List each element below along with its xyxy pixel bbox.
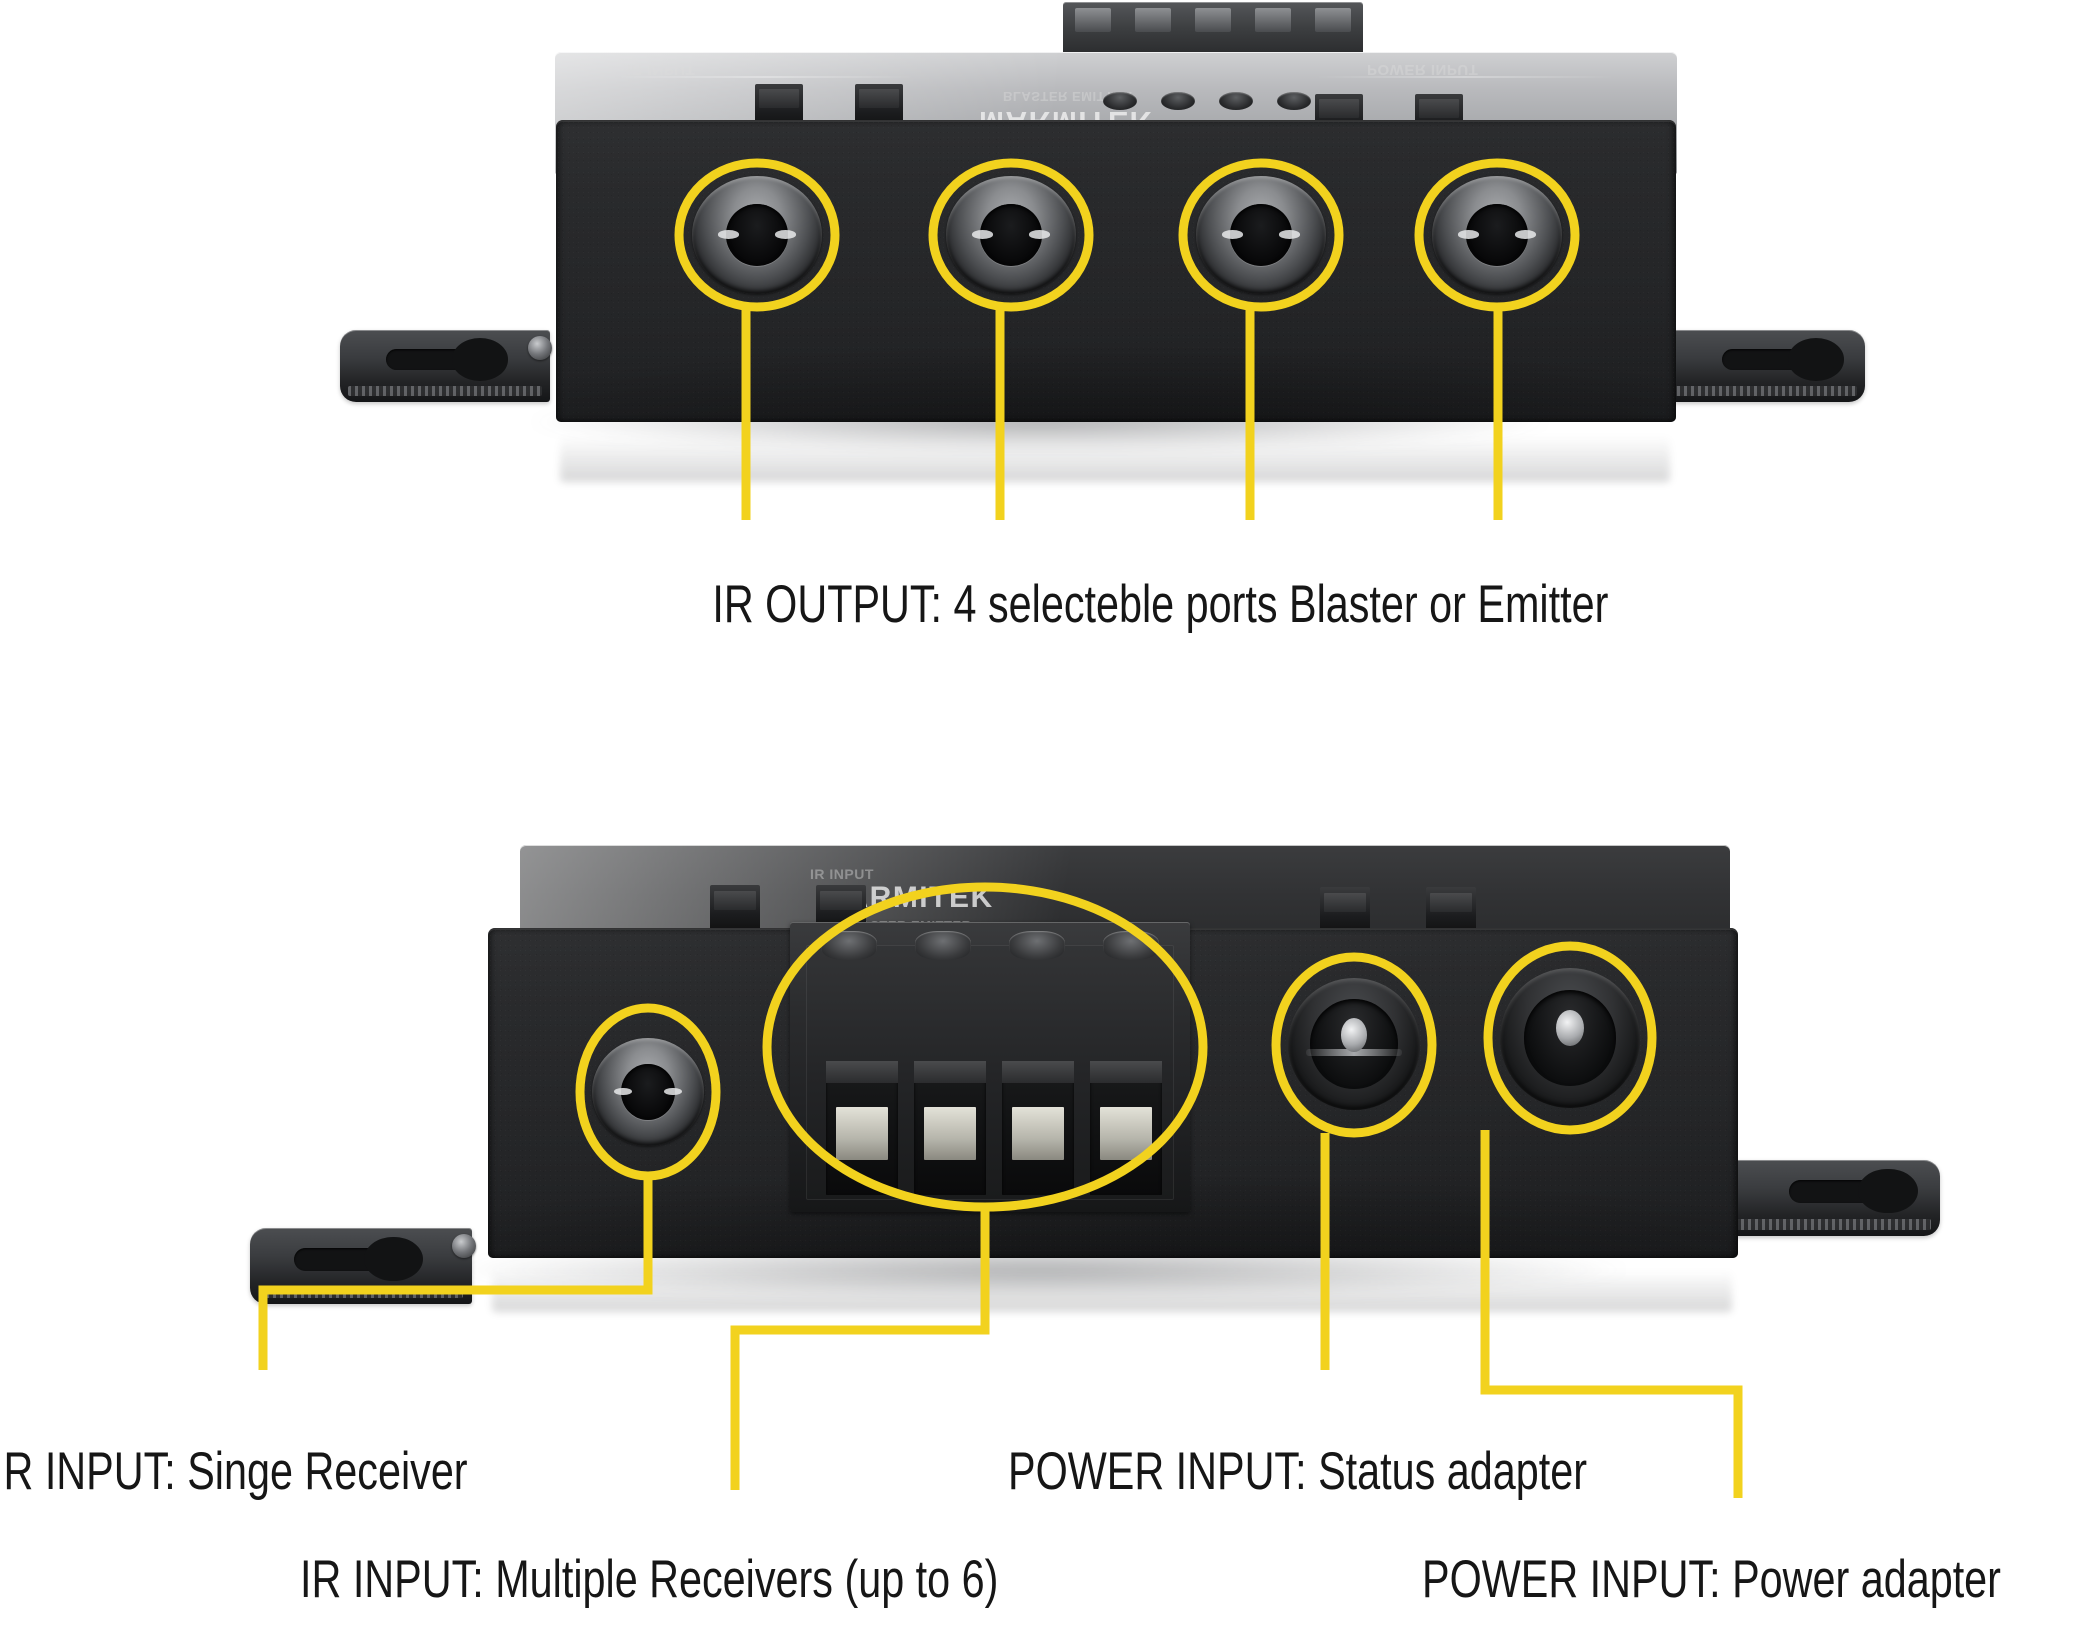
top-deck-legend-left-group: IR INPUT xyxy=(627,61,696,78)
terminal-contact xyxy=(1100,1106,1152,1160)
jack-glint xyxy=(1279,230,1300,239)
jack-glint xyxy=(1222,230,1243,239)
bottom-deck-legend-left-group: IR INPUT xyxy=(810,866,874,882)
top-deck-hole-3 xyxy=(1219,92,1253,110)
top-deck-legend-right-group: POWER INPUT xyxy=(1367,61,1479,78)
bottom-bracket-right-keyhole xyxy=(1789,1168,1918,1214)
top-deck-hole-4 xyxy=(1277,92,1311,110)
terminal-slot-4[interactable] xyxy=(1090,1061,1162,1195)
top-bracket-right-edge xyxy=(1663,386,1857,397)
caption-power-status: POWER INPUT: Status adapter xyxy=(1008,1442,1587,1501)
terminal-slot-3[interactable] xyxy=(1002,1061,1074,1195)
top-bracket-right xyxy=(1655,330,1865,402)
terminal-contact xyxy=(924,1106,976,1160)
caption-ir-output: IR OUTPUT: 4 selecteble ports Blaster or… xyxy=(712,575,1609,634)
dip-cap xyxy=(1418,99,1460,118)
top-bracket-right-keyhole xyxy=(1722,338,1844,381)
bottom-dip-switch-1[interactable] xyxy=(710,885,760,931)
pin xyxy=(1075,8,1111,33)
top-deck-rule-upper-left xyxy=(615,76,915,78)
top-device: IR INPUT POWER INPUT MARMITEK BLASTER EM… xyxy=(0,0,2073,560)
bottom-device-reflection xyxy=(492,1258,1732,1312)
top-deck-hole-2 xyxy=(1161,92,1195,110)
jack-glint xyxy=(972,230,993,239)
top-device-reflection xyxy=(560,422,1670,482)
top-deck-rule-upper-right xyxy=(1315,76,1615,78)
ir-output-jack-4[interactable] xyxy=(1432,176,1562,294)
bottom-screw-left xyxy=(452,1234,476,1258)
terminal-slot-1[interactable] xyxy=(826,1061,898,1195)
terminal-contact xyxy=(1012,1106,1064,1160)
pin xyxy=(1315,8,1351,33)
dip-cap xyxy=(820,890,862,910)
terminal-screw[interactable] xyxy=(820,930,878,960)
pin xyxy=(1255,8,1291,33)
multi-receiver-terminal-block[interactable] xyxy=(790,922,1190,1212)
terminal-contact xyxy=(836,1106,888,1160)
ir-output-jack-3[interactable] xyxy=(1196,176,1326,294)
bottom-bracket-left-keyhole xyxy=(294,1236,424,1282)
bottom-device: IR INPUT MARMITEK BLASTER EMITTER POWER … xyxy=(0,845,2073,1380)
dip-cap xyxy=(714,890,756,910)
top-bracket-left-edge xyxy=(348,386,542,397)
terminal-slot-lip xyxy=(1002,1061,1074,1083)
top-bracket-left xyxy=(340,330,550,402)
terminal-slot-2[interactable] xyxy=(914,1061,986,1195)
jack-glint xyxy=(1515,230,1536,239)
dip-cap xyxy=(1318,99,1360,118)
caption-power-adapter: POWER INPUT: Power adapter xyxy=(1422,1550,2001,1609)
pin xyxy=(1135,8,1171,33)
caption-ir-input-single: IR INPUT: Singe Receiver xyxy=(0,1442,468,1501)
dip-cap xyxy=(758,89,800,108)
terminal-screw[interactable] xyxy=(914,930,972,960)
jack-glint xyxy=(775,230,796,239)
ir-output-jack-2[interactable] xyxy=(946,176,1076,294)
terminal-screw[interactable] xyxy=(1102,930,1160,960)
pin xyxy=(1195,8,1231,33)
bottom-bracket-left-edge xyxy=(258,1287,464,1298)
bottom-bracket-left xyxy=(250,1228,472,1304)
terminal-slot-lip xyxy=(826,1061,898,1083)
barrel-pin xyxy=(1340,1017,1368,1052)
power-adapter-jack[interactable] xyxy=(1500,968,1640,1108)
terminal-slot-lip xyxy=(1090,1061,1162,1083)
terminal-screw-row xyxy=(802,922,1178,968)
top-screw-left xyxy=(528,336,552,360)
jack-glint xyxy=(663,1087,682,1096)
dip-cap xyxy=(858,89,900,108)
bottom-dip-switch-4[interactable] xyxy=(1426,887,1476,933)
ir-output-jack-1[interactable] xyxy=(692,176,822,294)
ir-input-jack[interactable] xyxy=(592,1038,704,1146)
jack-glint xyxy=(1029,230,1050,239)
bottom-bracket-right xyxy=(1718,1160,1940,1236)
jack-glint xyxy=(1458,230,1479,239)
dip-cap xyxy=(1324,892,1366,912)
caption-ir-input-multiple: IR INPUT: Multiple Receivers (up to 6) xyxy=(300,1550,999,1609)
top-bracket-left-keyhole xyxy=(386,338,508,381)
bottom-dip-switch-3[interactable] xyxy=(1320,887,1370,933)
dip-cap xyxy=(1430,892,1472,912)
bottom-bracket-right-edge xyxy=(1726,1219,1932,1230)
power-status-jack[interactable] xyxy=(1288,978,1420,1110)
terminal-screw[interactable] xyxy=(1008,930,1066,960)
top-deck-hole-1 xyxy=(1103,92,1137,110)
jack-glint xyxy=(718,230,739,239)
terminal-slot-lip xyxy=(914,1061,986,1083)
